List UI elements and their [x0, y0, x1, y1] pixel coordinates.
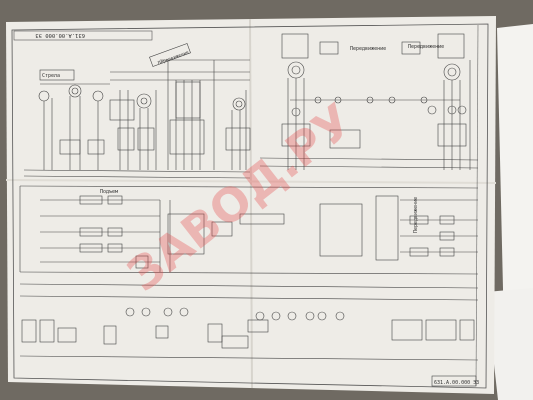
- doc-code-bottom: 631.А.00.000 ЭЗ: [434, 380, 479, 386]
- doc-code-top: 631.А.00.000 ЭЗ: [35, 32, 85, 38]
- label-raise-ctrl: Подъем: [100, 189, 118, 195]
- resistor: [366, 96, 374, 104]
- fold-line: [249, 18, 253, 389]
- label-raise: Стрела: [42, 73, 60, 79]
- right-power-texts: Передвижение Передвижение: [350, 44, 444, 52]
- resistor: [388, 96, 396, 104]
- motor-m2: [68, 84, 82, 98]
- lower-circuits: [19, 283, 479, 387]
- motor-m5: [232, 97, 246, 111]
- control-circuits: [19, 185, 479, 275]
- right-power-circuits: [259, 33, 479, 170]
- resistor: [334, 96, 342, 104]
- label-right-ctrl: Передвижение: [413, 197, 419, 233]
- fold-line: [5, 179, 497, 184]
- side-sheet: [497, 24, 533, 376]
- title-strip: [475, 24, 479, 387]
- top-title-block: 631.А.00.000 ЭЗ: [13, 30, 153, 41]
- label-trolley-travel: Передвижение: [350, 46, 386, 52]
- resistor: [314, 96, 322, 104]
- left-power-circuits: [23, 43, 251, 179]
- lower-right-paper: [486, 288, 533, 400]
- drawing-frame: [11, 23, 489, 389]
- motor-m4: [136, 93, 152, 109]
- label-lower: Передвижение: [408, 44, 444, 50]
- resistor: [420, 96, 428, 104]
- control-texts: Подъем Передвижение: [100, 189, 419, 233]
